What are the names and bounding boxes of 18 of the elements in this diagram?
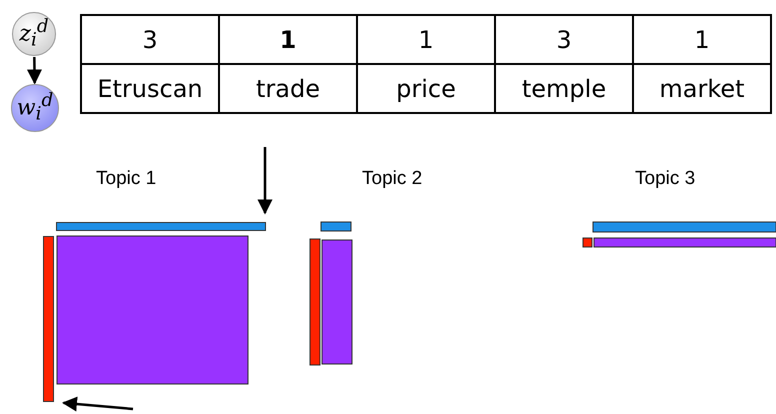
arrow bbox=[26, 56, 42, 84]
topic-label: Topic 1 bbox=[96, 168, 156, 190]
word-cell: price bbox=[357, 64, 495, 113]
word-cell: Etruscan bbox=[81, 64, 219, 113]
word-count-bar bbox=[56, 222, 266, 231]
topic-label: Topic 2 bbox=[362, 168, 422, 190]
arrow bbox=[258, 147, 272, 214]
count-cell: 3 bbox=[495, 15, 633, 64]
topic-label: Topic 3 bbox=[635, 168, 696, 190]
word-cell: temple bbox=[495, 64, 633, 113]
count-cell: 3 bbox=[81, 15, 219, 64]
count-cell: 1 bbox=[357, 15, 495, 64]
document-count-bar bbox=[43, 236, 54, 402]
count-cell: 1 bbox=[219, 15, 357, 64]
count-cell: 1 bbox=[633, 15, 771, 64]
arrow bbox=[62, 396, 134, 412]
word-cell: trade bbox=[219, 64, 357, 113]
word-cell: market bbox=[633, 64, 771, 113]
